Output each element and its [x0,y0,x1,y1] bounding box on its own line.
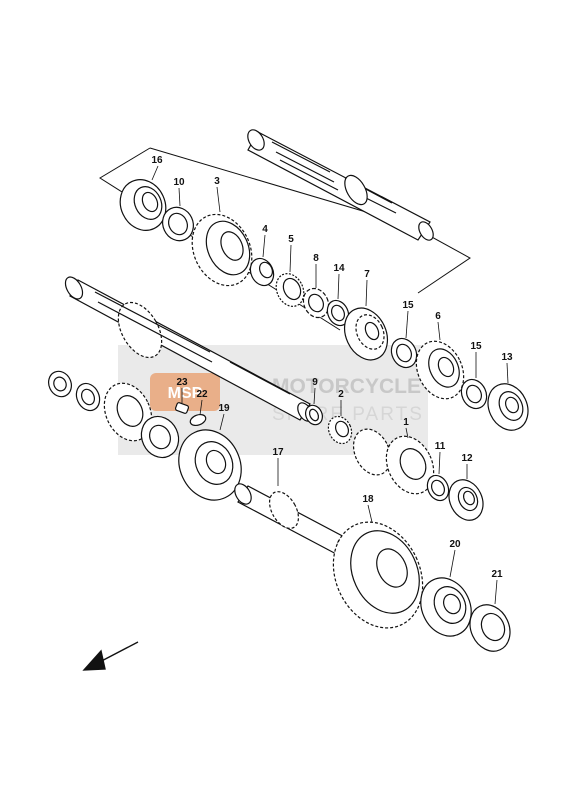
callout-22: 22 [196,389,208,400]
callout-10: 10 [173,177,185,188]
callout-23: 23 [176,377,188,388]
washer-15-upper [390,337,418,369]
callout-3: 3 [214,176,220,187]
callout-1: 1 [403,417,409,428]
callout-4: 4 [262,224,268,235]
callout-17: 17 [272,447,284,458]
plate-22 [189,413,207,427]
bearing-19 [178,429,242,501]
callout-16: 16 [151,155,163,166]
washer-left [75,382,101,412]
callout-7: 7 [364,269,370,280]
bearing-16 [119,179,167,231]
gear-7 [343,307,389,361]
washer-14 [326,299,350,327]
front-direction-arrow-icon [82,641,139,671]
gear-3 [191,213,253,287]
callout-numbers: 16 10 3 4 5 8 14 7 15 6 15 13 23 22 19 9… [151,155,513,580]
needle-bearing-5 [275,273,305,307]
callout-15-upper: 15 [402,300,414,311]
bearing-13 [487,383,529,431]
washer-9 [305,404,323,426]
bearing-12 [448,479,484,521]
callout-12: 12 [461,453,473,464]
callout-2: 2 [338,389,344,400]
washer-11 [426,474,450,502]
callout-14: 14 [333,263,345,274]
leader-lines [151,165,509,605]
callout-5: 5 [288,234,294,245]
washer-10 [162,206,194,242]
oil-seal-21 [469,604,511,652]
bearing-20 [420,577,472,637]
gear-primary [103,382,153,442]
callout-9: 9 [312,377,318,388]
callout-13: 13 [501,352,513,363]
callout-11: 11 [435,441,446,452]
nut-left [48,370,72,398]
needle-bearing-2 [327,415,353,445]
callout-18: 18 [362,494,374,505]
gear-1 [352,428,435,495]
bushing-4 [249,257,275,287]
watermark-title: MOTORCYCLE [272,375,421,398]
gear-18 [332,521,424,629]
gear-6 [415,340,465,400]
washer-large [140,415,180,459]
callout-19: 19 [218,403,230,414]
watermark-logo: MSP [168,385,203,402]
callout-15-lower: 15 [470,341,482,352]
lock-washer-8 [302,287,330,319]
bolt-23 [174,402,190,414]
countershaft [247,129,434,241]
callout-8: 8 [313,253,319,264]
callout-21: 21 [491,569,503,580]
washer-15-lower [460,378,488,410]
callout-20: 20 [449,539,461,550]
callout-6: 6 [435,311,441,322]
